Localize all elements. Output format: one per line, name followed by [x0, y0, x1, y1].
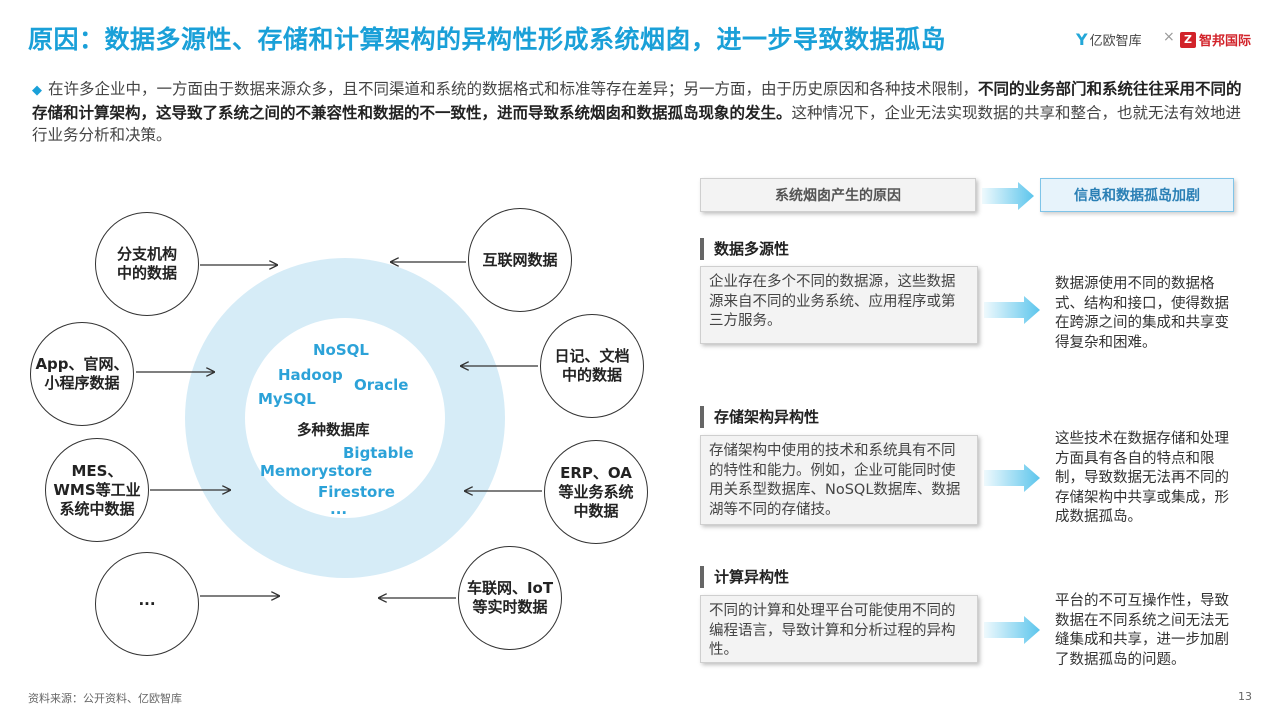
- page-number: 13: [1238, 690, 1252, 703]
- yiou-logo-icon: Y: [1076, 30, 1088, 49]
- db-oracle: Oracle: [354, 376, 409, 394]
- db-center-label: 多种数据库: [297, 423, 370, 439]
- source-industrial-data: MES、 WMS等工业 系统中数据: [45, 438, 149, 542]
- intro-text-bold: 不同的业务部门和系统往往采用不同的存储和计算架构，这导致了系统之间的不兼容性和数…: [32, 80, 1242, 122]
- section-cause-multisource: 企业存在多个不同的数据源，这些数据源来自不同的业务系统、应用程序或第三方服务。: [700, 266, 978, 344]
- yiou-logo-text: 亿欧智库: [1089, 34, 1142, 49]
- intro-paragraph: ◆ 在许多企业中，一方面由于数据来源众多，且不同渠道和系统的数据格式和标准等存在差…: [32, 78, 1250, 146]
- db-firestore: Firestore: [318, 483, 395, 501]
- section-effect-multisource: 数据源使用不同的数据格式、结构和接口，使得数据在跨源之间的集成和共享变得复杂和困…: [1055, 276, 1229, 351]
- logo-separator: ×: [1163, 29, 1175, 45]
- section-title-multisource: 数据多源性: [700, 238, 789, 260]
- source-label: 车联网、IoT 等实时数据: [466, 579, 554, 616]
- page-title: 原因：数据多源性、存储和计算架构的异构性形成系统烟囱，进一步导致数据孤岛: [28, 25, 947, 54]
- header-island: 信息和数据孤岛加剧: [1040, 178, 1234, 212]
- section-cause-storage: 存储架构中使用的技术和系统具有不同的特性和能力。例如，企业可能同时使用关系型数据…: [700, 435, 978, 525]
- db-mysql: MySQL: [258, 390, 316, 408]
- db-nosql: NoSQL: [313, 341, 369, 359]
- intro-text-2: 这种情况下，企业无法实现数据的共享和整合，也就无法有效地进行业务分析和决策。: [32, 104, 1242, 144]
- diamond-bullet-icon: ◆: [32, 83, 42, 98]
- db-hadoop: Hadoop: [278, 366, 343, 384]
- source-label: 分支机构 中的数据: [116, 245, 177, 282]
- source-label: ERP、OA 等业务系统 中数据: [558, 463, 634, 520]
- source-internet-data: 互联网数据: [468, 208, 572, 312]
- db-memorystore: Memorystore: [260, 462, 373, 480]
- effect-arrow-3: [984, 616, 1040, 644]
- yiou-logo: Y 亿欧智库: [1076, 30, 1142, 49]
- source-more: ···: [95, 552, 199, 656]
- effect-arrow-2: [984, 464, 1040, 492]
- source-label: 日记、文档 中的数据: [554, 347, 630, 384]
- source-erp-oa-data: ERP、OA 等业务系统 中数据: [544, 440, 648, 544]
- footer-source: 资料来源：公开资料、亿欧智库: [28, 692, 182, 705]
- db-bigtable: Bigtable: [343, 444, 414, 462]
- header-arrow: [982, 182, 1034, 210]
- source-iot-data: 车联网、IoT 等实时数据: [458, 546, 562, 650]
- section-title-storage: 存储架构异构性: [700, 406, 819, 428]
- source-label: MES、 WMS等工业 系统中数据: [53, 461, 141, 518]
- source-log-doc-data: 日记、文档 中的数据: [540, 314, 644, 418]
- zhibang-logo-text: 智邦国际: [1199, 34, 1252, 49]
- effect-arrow-1: [984, 296, 1040, 324]
- source-label: 互联网数据: [482, 250, 558, 269]
- intro-text-1: 在许多企业中，一方面由于数据来源众多，且不同渠道和系统的数据格式和标准等存在差异…: [48, 80, 979, 98]
- zhibang-logo-icon: Z: [1180, 31, 1196, 48]
- section-effect-storage: 这些技术在数据存储和处理方面具有各自的特点和限制，导致数据无法再不同的存储架构中…: [1055, 431, 1229, 525]
- header-causes: 系统烟囱产生的原因: [700, 178, 976, 212]
- source-app-data: App、官网、 小程序数据: [30, 322, 134, 426]
- database-core: [245, 318, 445, 518]
- section-effect-compute: 平台的不可互操作性，导致数据在不同系统之间无法无缝集成和共享，进一步加剧了数据孤…: [1055, 593, 1229, 668]
- source-label: ···: [138, 594, 156, 613]
- section-title-compute: 计算异构性: [700, 566, 789, 588]
- zhibang-logo: Z 智邦国际: [1180, 30, 1251, 49]
- source-branch-data: 分支机构 中的数据: [95, 212, 199, 316]
- db-more: ...: [330, 500, 348, 518]
- section-cause-compute: 不同的计算和处理平台可能使用不同的编程语言，导致计算和分析过程的异构性。: [700, 595, 978, 663]
- source-label: App、官网、 小程序数据: [35, 355, 129, 392]
